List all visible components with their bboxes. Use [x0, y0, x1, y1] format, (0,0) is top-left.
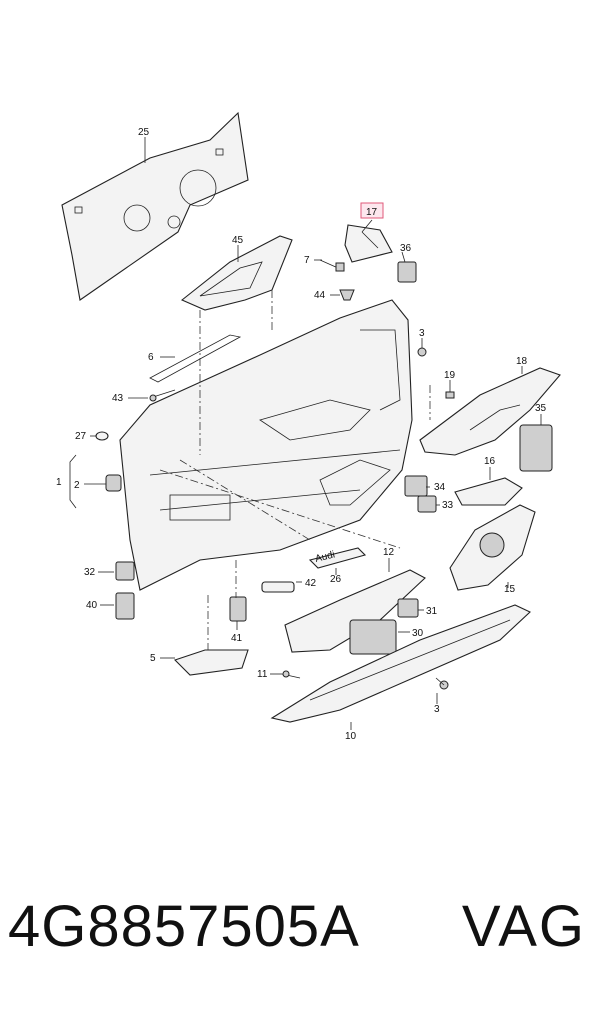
tweeter	[397, 261, 417, 283]
window-switch-35	[519, 424, 553, 472]
callout-10: 10	[345, 731, 357, 742]
decor-insert	[419, 367, 561, 456]
clip-44	[339, 289, 355, 301]
callout-15: 15	[504, 584, 516, 595]
callout-11: 11	[257, 669, 268, 680]
callout-41: 41	[231, 633, 243, 644]
callout-34: 34	[434, 482, 446, 493]
callout-30: 30	[412, 628, 424, 639]
switch-33	[417, 495, 437, 513]
switch-panel-12	[284, 569, 426, 655]
switch-34	[404, 475, 428, 497]
screw-11	[281, 670, 301, 679]
callout-27: 27	[75, 431, 87, 442]
speaker-frame-16	[454, 477, 523, 506]
parts-diagram: Audi	[56, 111, 561, 742]
callout-3-lower: 3	[434, 704, 440, 715]
callout-7: 7	[304, 255, 310, 266]
callout-26: 26	[330, 574, 342, 585]
callout-19: 19	[444, 370, 456, 381]
leader-lines	[69, 137, 542, 730]
seal-strip	[149, 334, 242, 402]
lower-trim-5	[173, 649, 249, 676]
mirror-trim	[344, 224, 393, 263]
insulation-panel	[61, 111, 249, 301]
assembly-lines	[159, 290, 431, 650]
callout-31: 31	[426, 606, 438, 617]
speaker-grille	[449, 504, 536, 591]
callout-43: 43	[112, 393, 124, 404]
callout-25: 25	[138, 127, 150, 138]
callout-6: 6	[148, 352, 154, 363]
door-trim-panel	[119, 299, 413, 591]
screw-3-upper	[417, 347, 427, 357]
grab-handle-bracket	[180, 235, 293, 311]
callout-16: 16	[484, 456, 496, 467]
callout-32: 32	[84, 567, 96, 578]
embossed-badge: Audi	[308, 547, 367, 569]
callout-5: 5	[150, 653, 156, 664]
callout-3: 3	[419, 328, 425, 339]
clip-19	[445, 391, 455, 399]
callouts: 25 17 45 36 7 44 3 6 43 19 18 35 27 1 2 …	[56, 127, 547, 742]
brand-label: VAG	[461, 894, 586, 959]
callout-17: 17	[366, 207, 378, 218]
highlight-box-17	[360, 202, 384, 219]
callout-40: 40	[86, 600, 98, 611]
callout-36: 36	[400, 243, 412, 254]
callout-12: 12	[383, 547, 395, 558]
callout-35: 35	[535, 403, 547, 414]
light-40	[115, 592, 135, 620]
badge-text: Audi	[314, 549, 336, 565]
part-number: 4G8857505A	[8, 894, 360, 959]
armrest-10	[270, 604, 531, 723]
clip-2	[105, 474, 122, 492]
callout-18: 18	[516, 356, 528, 367]
connector-41	[229, 596, 247, 622]
clip-27	[95, 431, 109, 441]
callout-1: 1	[56, 477, 62, 488]
callout-42: 42	[305, 578, 317, 589]
screw-3-lower	[435, 677, 449, 690]
callout-44: 44	[314, 290, 326, 301]
callout-2: 2	[74, 480, 80, 491]
callout-45: 45	[232, 235, 244, 246]
screw-7	[319, 259, 345, 272]
clip-42	[261, 581, 295, 593]
callout-33: 33	[442, 500, 454, 511]
switch-32	[115, 561, 135, 581]
